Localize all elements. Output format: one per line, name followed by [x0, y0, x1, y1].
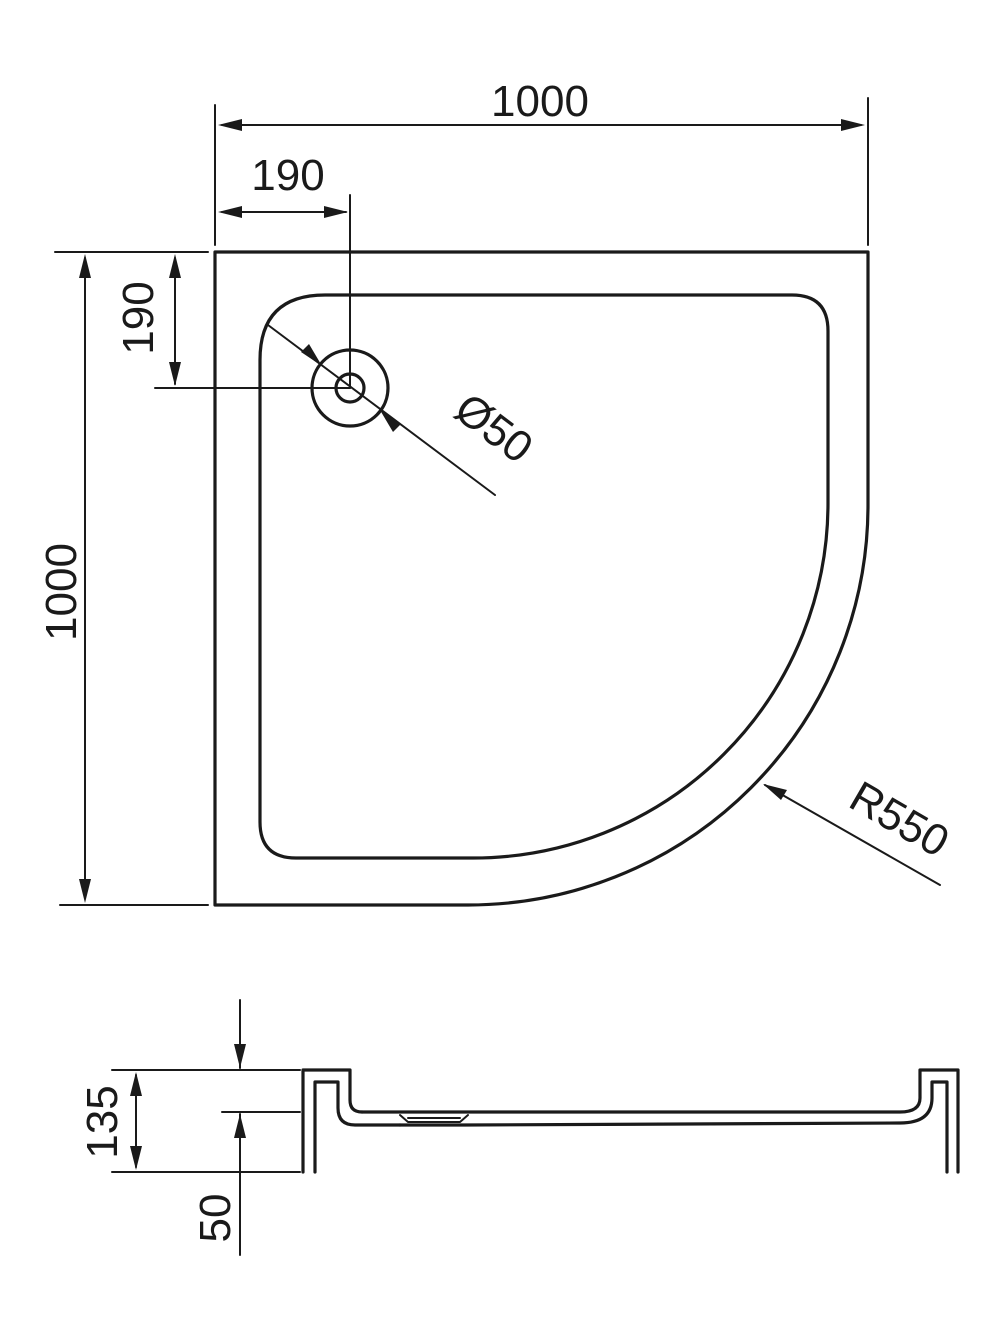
drain-x-label: 190	[251, 151, 324, 200]
side-height-dimension: 135	[78, 1069, 301, 1173]
drain-diameter-leader: Ø50	[267, 324, 542, 496]
side-base-height-label: 50	[191, 1194, 240, 1243]
drain-diameter-label: Ø50	[446, 384, 542, 473]
tray-outer-outline	[213, 250, 870, 907]
tray-inner-basin	[258, 293, 830, 860]
tray-left-wall	[301, 1068, 364, 1174]
side-base-height-dimension: 50	[191, 999, 246, 1256]
tray-basin-bottom	[360, 1068, 960, 1174]
drain-y-label: 190	[114, 281, 163, 354]
width-dimension: 1000	[214, 77, 869, 246]
tray-drain-recess	[399, 1114, 469, 1123]
top-view: 1000 190 1000 190	[37, 77, 957, 907]
radius-label: R550	[841, 772, 957, 867]
side-view: 135 50	[78, 999, 960, 1256]
drain-y-dimension: 190	[114, 254, 351, 389]
height-dimension: 1000	[37, 251, 209, 906]
radius-leader: R550	[763, 772, 957, 886]
side-total-height-label: 135	[78, 1085, 127, 1158]
drain-x-dimension: 190	[218, 151, 351, 389]
height-label: 1000	[37, 543, 86, 641]
width-label: 1000	[491, 77, 589, 126]
